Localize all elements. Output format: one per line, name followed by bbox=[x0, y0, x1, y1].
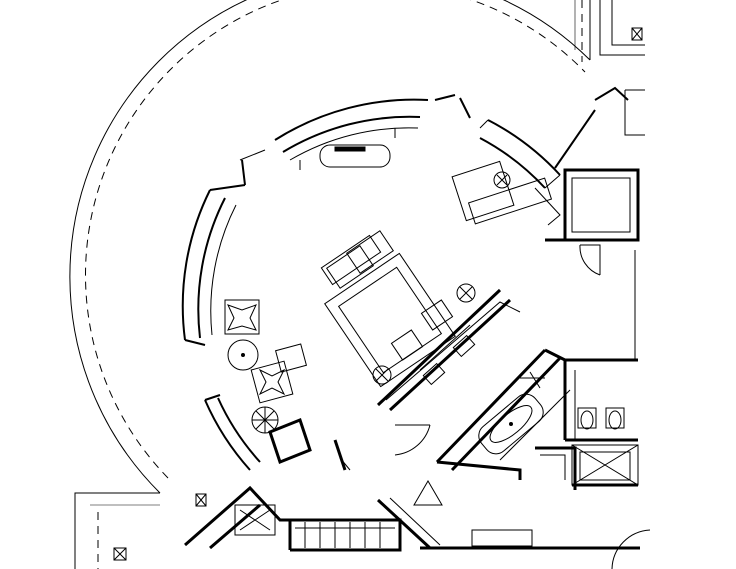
bathroom bbox=[435, 348, 571, 480]
east-rooms bbox=[535, 168, 640, 490]
bedside-lamps bbox=[372, 283, 476, 385]
spiral-stair bbox=[251, 406, 279, 434]
walk-in-closet bbox=[184, 485, 441, 552]
southwest-walls bbox=[195, 394, 351, 507]
toilet-icon bbox=[605, 407, 625, 430]
top-right-walls bbox=[594, 0, 645, 136]
side-table bbox=[227, 339, 259, 371]
desk-nook bbox=[451, 160, 561, 226]
bed bbox=[320, 230, 456, 388]
south-east-walls bbox=[113, 529, 651, 569]
bidet-icon bbox=[577, 407, 597, 430]
west-window-bank bbox=[181, 149, 266, 346]
north-window-bank bbox=[274, 94, 471, 170]
bathtub-icon bbox=[478, 393, 544, 455]
outer-terrace-outline bbox=[69, 0, 591, 569]
armchair-lower bbox=[250, 343, 308, 404]
partition-wall bbox=[376, 288, 521, 412]
door-swing-icon bbox=[394, 424, 431, 456]
northeast-window-bank bbox=[479, 109, 596, 189]
shower-icon bbox=[579, 451, 631, 481]
armchair-upper bbox=[224, 299, 260, 335]
north-arrow-icon bbox=[413, 480, 443, 506]
